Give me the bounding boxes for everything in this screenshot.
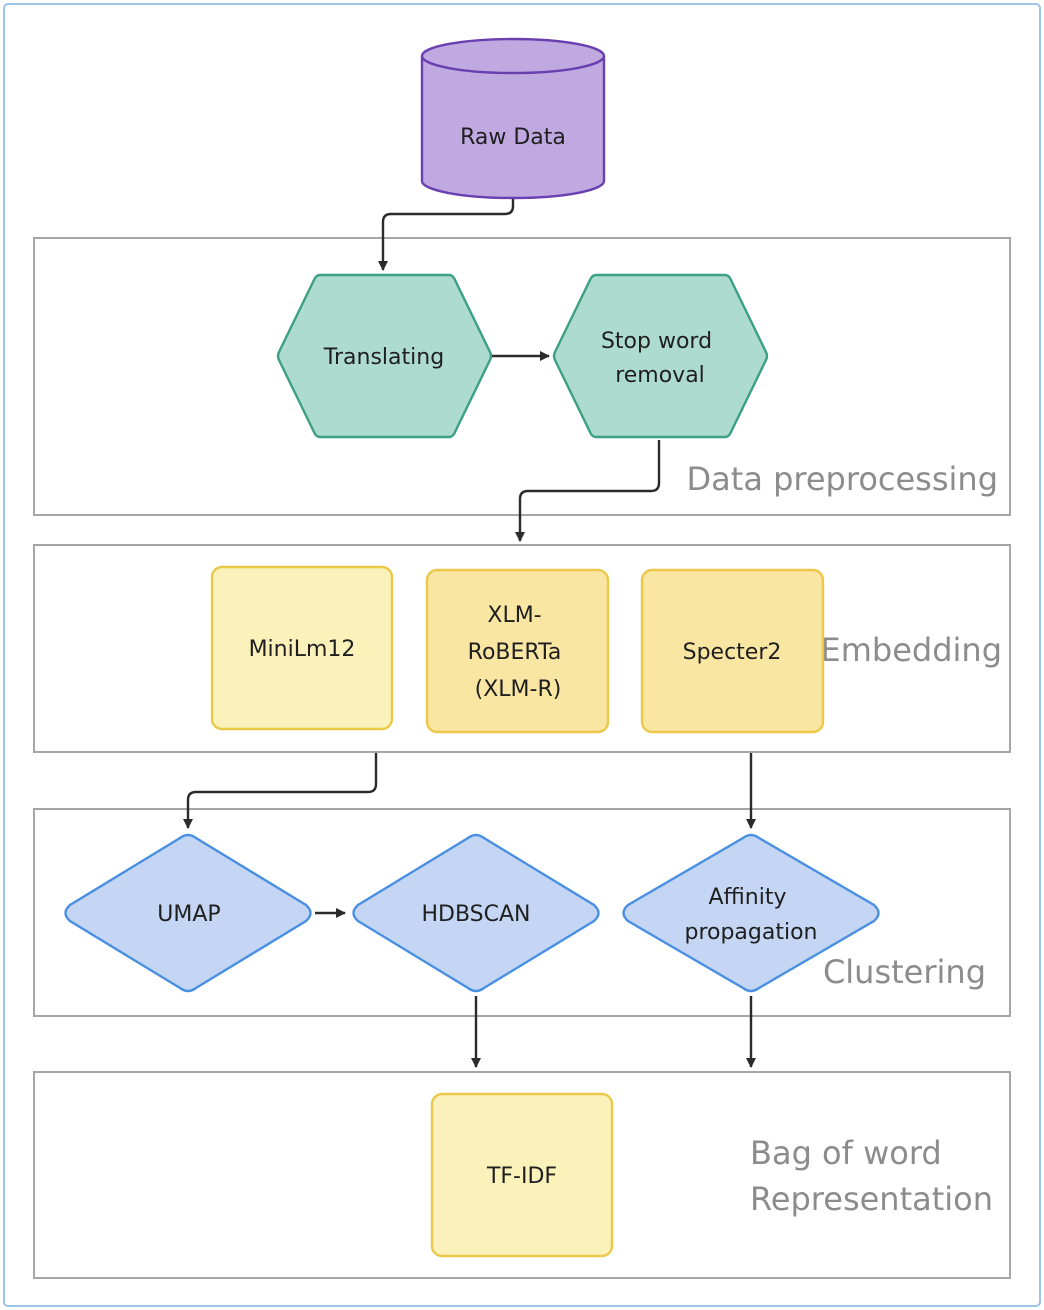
group-bow-label: Bag of word Representation [750, 1134, 993, 1218]
specter-box [640, 568, 825, 734]
group-preprocessing-label: Data preprocessing [687, 460, 998, 498]
hdbscan-label: HDBSCAN [421, 902, 530, 927]
minilm-label: MiniLm12 [249, 637, 356, 662]
group-preprocessing-box [33, 237, 1011, 516]
umap-diamond [64, 833, 312, 993]
tfidf-box [430, 1092, 614, 1258]
affinity-label-line-1: Affinity [708, 885, 786, 910]
umap-node: UMAP [64, 833, 312, 993]
tfidf-node: TF-IDF [430, 1092, 614, 1258]
translating-node: Translating [276, 273, 493, 439]
xlm-roberta-box [425, 568, 610, 734]
affinity-label: Affinity propagation [684, 885, 817, 945]
xlm-roberta-label-line-1: XLM- [487, 603, 541, 628]
translating-label: Translating [323, 345, 444, 370]
tfidf-label: TF-IDF [486, 1164, 557, 1189]
xlm-roberta-label: XLM- RoBERTa (XLM-R) [468, 603, 569, 702]
affinity-label-line-2: propagation [684, 920, 817, 945]
stop-word-label-line-2: removal [615, 363, 705, 388]
raw-data-node: Raw Data [420, 37, 606, 200]
xlm-roberta-label-line-2: RoBERTa [468, 640, 562, 665]
minilm-node: MiniLm12 [210, 565, 394, 731]
specter-label: Specter2 [683, 640, 782, 665]
raw-data-cylinder-top [420, 37, 606, 75]
umap-label: UMAP [157, 902, 220, 927]
raw-data-cylinder-body [420, 56, 606, 200]
raw-data-label: Raw Data [460, 125, 566, 150]
group-bow-label-line-2: Representation [750, 1180, 993, 1218]
group-bow-label-line-1: Bag of word [750, 1134, 942, 1172]
hdbscan-diamond [352, 833, 600, 993]
arrow-stopword-to-embedding [515, 440, 661, 542]
group-clustering-label: Clustering [823, 953, 986, 991]
stop-word-node: Stop word removal [552, 273, 769, 439]
arrow-raw-to-translating [378, 196, 515, 271]
group-embedding-label: Embedding [821, 631, 1003, 669]
stop-word-label-line-1: Stop word [601, 329, 712, 354]
stop-word-label: Stop word removal [601, 329, 719, 388]
minilm-box [210, 565, 394, 731]
stop-word-hexagon [552, 273, 769, 439]
translating-hexagon [276, 273, 493, 439]
hdbscan-node: HDBSCAN [352, 833, 600, 993]
specter-node: Specter2 [640, 568, 825, 734]
xlm-roberta-label-line-3: (XLM-R) [475, 677, 562, 702]
arrow-embedding-to-umap [183, 753, 378, 829]
xlm-roberta-node: XLM- RoBERTa (XLM-R) [425, 568, 610, 734]
affinity-diamond [622, 833, 880, 993]
affinity-node: Affinity propagation [622, 833, 880, 993]
